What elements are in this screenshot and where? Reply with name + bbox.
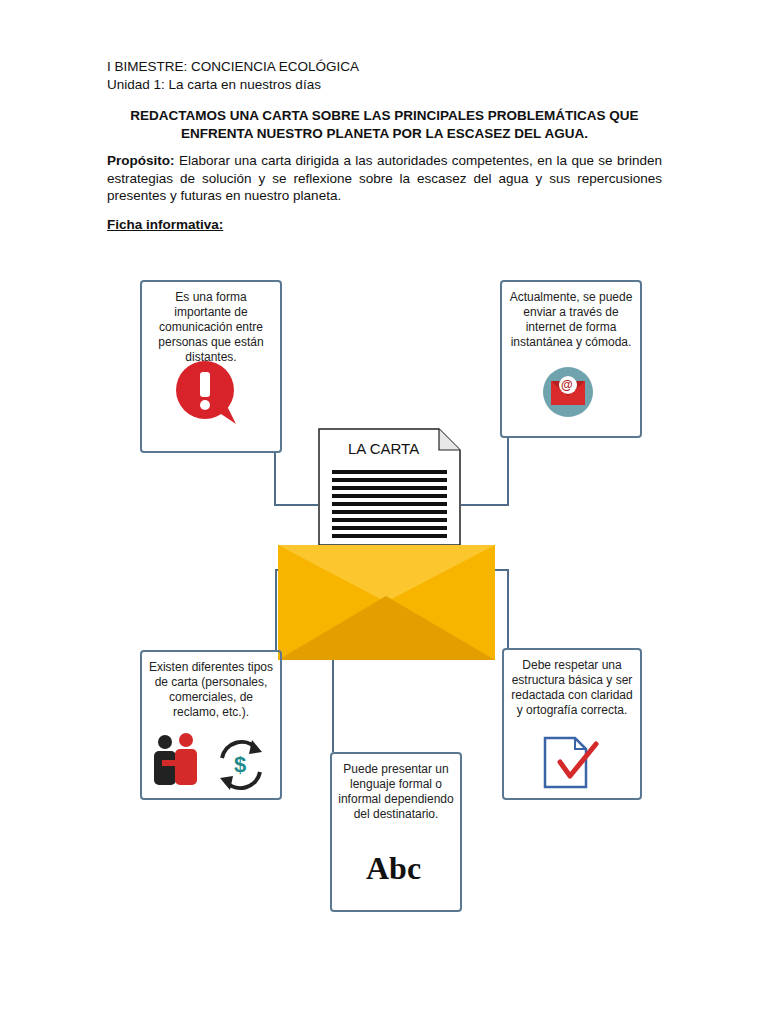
letter-paper: LA CARTA xyxy=(318,428,461,545)
info-box: Debe respetar una estructura básica y se… xyxy=(502,648,642,800)
header: I BIMESTRE: CONCIENCIA ECOLÓGICA Unidad … xyxy=(107,58,662,232)
connector-line xyxy=(275,453,318,505)
bimester-label: I BIMESTRE: CONCIENCIA ECOLÓGICA xyxy=(107,58,662,76)
info-box: Puede presentar un lenguaje formal o inf… xyxy=(330,752,462,912)
document-check-icon xyxy=(545,738,596,787)
unit-label: Unidad 1: La carta en nuestros días xyxy=(107,76,662,94)
dollar-symbol: $ xyxy=(234,754,246,776)
node-text: Existen diferentes tipos de carta (perso… xyxy=(148,660,274,720)
people-icon xyxy=(154,733,197,785)
node-text: Es una forma importante de comunicación … xyxy=(148,290,274,365)
info-box: Existen diferentes tipos de carta (perso… xyxy=(140,650,282,800)
alert-icon xyxy=(176,361,236,424)
node-text: Puede presentar un lenguaje formal o inf… xyxy=(338,762,454,822)
envelope xyxy=(278,545,495,660)
at-symbol: @ xyxy=(561,379,573,391)
node-text: Actualmente, se puede enviar a través de… xyxy=(508,290,634,350)
page-title: REDACTAMOS UNA CARTA SOBRE LAS PRINCIPAL… xyxy=(107,107,662,142)
info-box: Actualmente, se puede enviar a través de… xyxy=(500,280,642,438)
abc-symbol: Abc xyxy=(366,852,421,884)
connector-line xyxy=(461,438,508,505)
node-text: Debe respetar una estructura básica y se… xyxy=(510,658,634,718)
money-cycle-icon xyxy=(220,740,262,790)
purpose-paragraph: Propósito: Elaborar una carta dirigida a… xyxy=(107,152,662,205)
section-heading: Ficha informativa: xyxy=(107,217,662,232)
purpose-text: Elaborar una carta dirigida a las autori… xyxy=(107,153,662,203)
letter-title: LA CARTA xyxy=(348,440,451,459)
purpose-heading: Propósito: xyxy=(107,153,175,168)
email-icon xyxy=(543,367,593,417)
info-box: Es una forma importante de comunicación … xyxy=(140,280,282,453)
